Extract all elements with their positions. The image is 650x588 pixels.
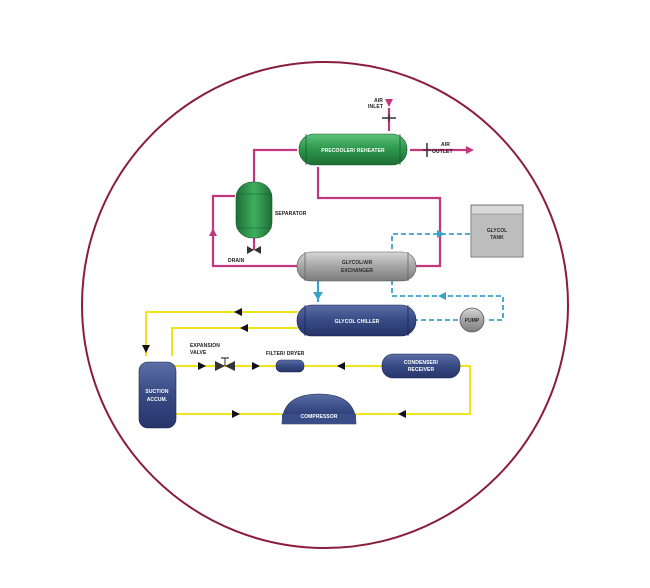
expansion-valve-icon [215,357,235,371]
air-inlet-arrow [385,99,393,107]
expansion-label-1: EXPANSION [190,343,220,349]
air-inlet-label-1: AIR [374,98,383,104]
expansion-label-2: VALVE [190,350,207,356]
precooler-label: PRECOOLER/ REHEATER [321,148,385,154]
exchanger-label-2: EXCHANGER [341,268,373,274]
precooler-reheater: PRECOOLER/ REHEATER [298,133,408,166]
condenser-label-1: CONDENSER/ [404,360,439,366]
air-outlet-label-2: OUTLET [432,149,453,155]
compressor-label: COMPRESSOR [300,414,337,420]
separator [235,181,273,239]
air-outlet-valve-icon [423,143,431,157]
glycol-arrow-1 [438,292,446,300]
glycol-arrow-2 [437,230,445,238]
chiller-arrow [313,292,323,300]
chiller-label: GLYCOL CHILLER [335,319,380,325]
separator-loop-arrow [209,228,217,236]
glycol-tank-label-1: GLYCOL [487,228,507,234]
drain-valve-icon [247,246,261,254]
air-outlet-arrow [466,146,474,154]
chiller-top-line [145,311,298,356]
frame-circle [81,61,569,549]
pump: PUMP [459,307,485,333]
drain-label: DRAIN [228,258,245,264]
condenser-receiver: CONDENSER/ RECEIVER [381,353,461,379]
compressor: COMPRESSOR [281,393,357,425]
filter-label: FILTER/ DRYER [266,351,305,357]
precooler-to-exchanger-line [316,167,442,268]
exchanger-label-1: GLYCOL/AIR [342,260,373,266]
filter-dryer [275,359,305,373]
suction-accumulator: SUCTION ACCUM. [138,361,177,429]
suction-label-2: ACCUM. [147,397,168,403]
chiller-bottom-line [171,327,298,356]
air-inlet-valve-icon [382,114,396,122]
condenser-label-2: RECEIVER [408,367,435,373]
refrigerant-lines [145,311,471,415]
condenser-to-compressor-line [356,365,471,415]
pump-label: PUMP [465,318,480,324]
air-inlet-label-2: INLET [368,104,383,110]
glycol-tank-label-2: TANK [490,235,504,241]
glycol-tank: GLYCOL TANK [470,204,524,258]
separator-label: SEPARATOR [275,211,307,217]
refrigerant-arrows [142,308,406,418]
precooler-to-separator-line [252,148,297,186]
glycol-air-exchanger: GLYCOL/AIR EXCHANGER [296,251,417,282]
exchanger-to-pump-line [391,280,504,321]
glycol-chiller: GLYCOL CHILLER [296,304,417,337]
air-outlet-label-1: AIR [441,142,450,148]
suction-label-1: SUCTION [145,389,168,395]
